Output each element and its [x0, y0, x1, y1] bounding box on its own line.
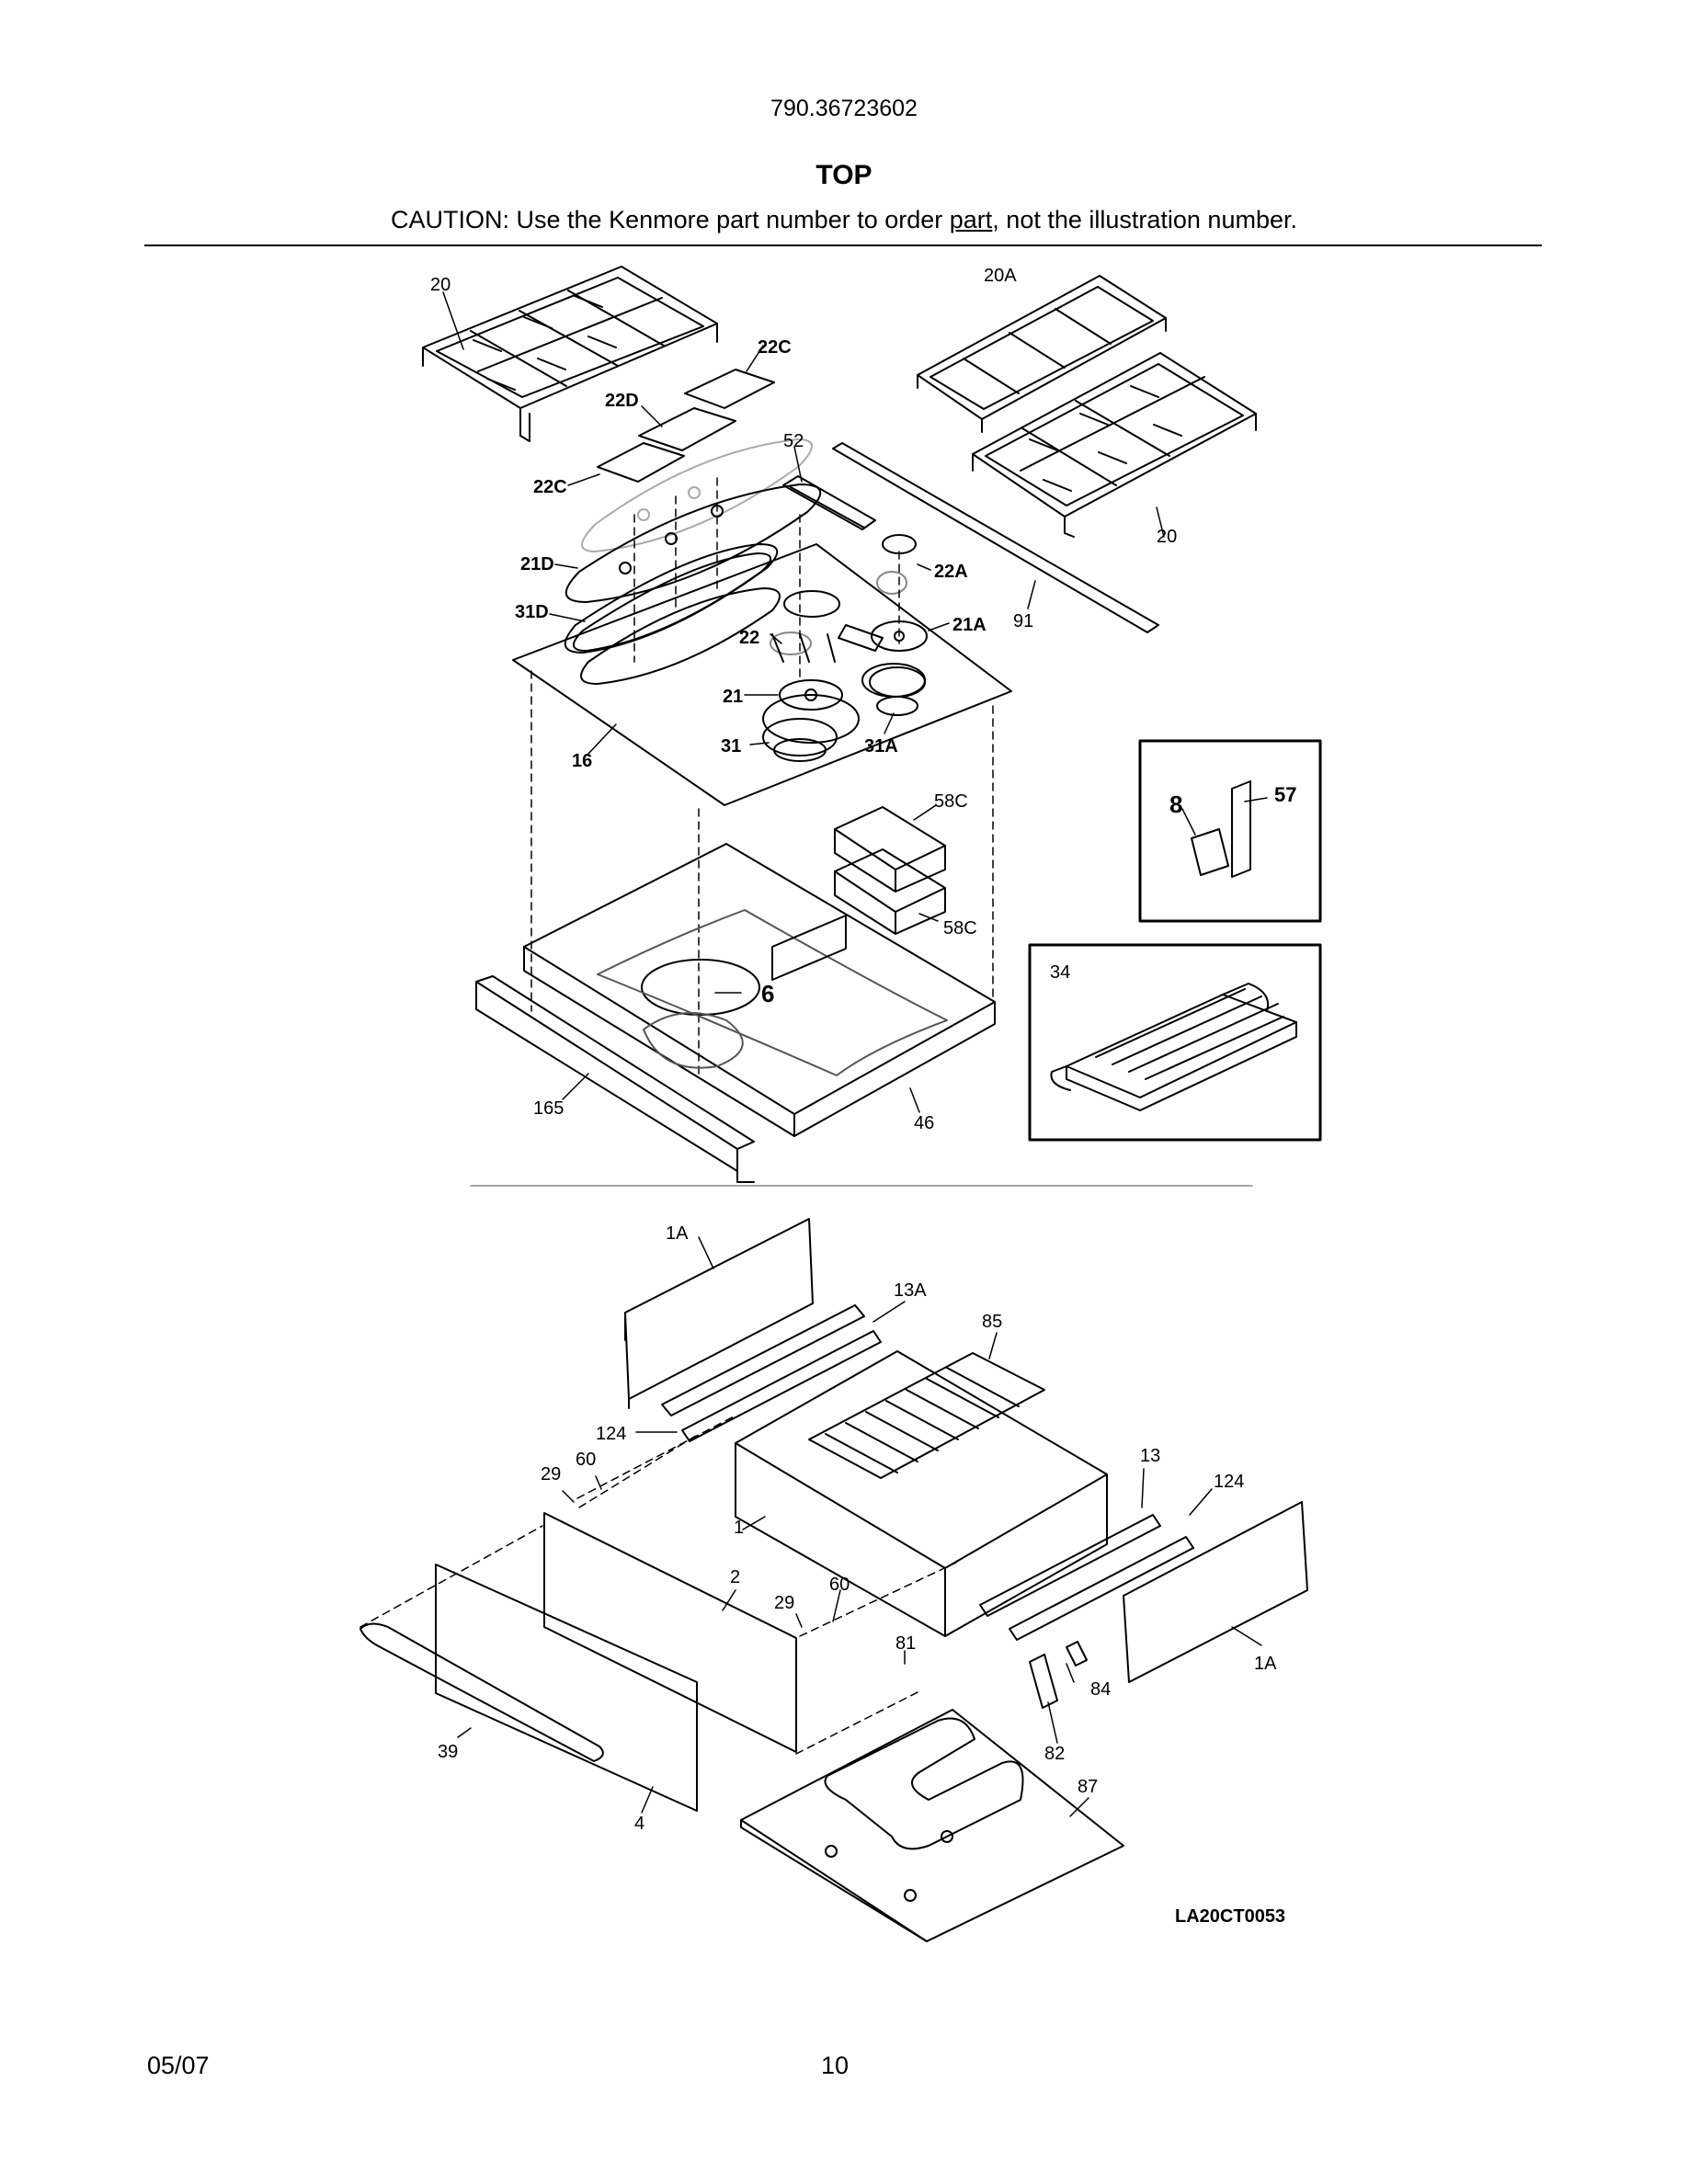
- drawer-slides: [661, 1304, 1194, 1641]
- callout-20A: 20A: [984, 266, 1017, 286]
- left-burner-grate: [422, 266, 718, 442]
- oval-burner-assembly: [564, 438, 822, 654]
- callout-21D: 21D: [520, 554, 554, 574]
- inset-box-griddle: [1028, 943, 1322, 1142]
- callout-8: 8: [1169, 791, 1182, 818]
- callout-22A: 22A: [934, 562, 968, 582]
- warming-rack: [808, 1352, 1045, 1479]
- callout-46: 46: [914, 1113, 934, 1133]
- callout-22C-top: 22C: [758, 337, 792, 358]
- callout-165: 165: [533, 1098, 564, 1119]
- page-number: 10: [821, 2052, 850, 2079]
- caution-text-end: , not the illustration number.: [992, 206, 1297, 233]
- drawer-handle: [359, 1622, 604, 1762]
- warming-drawer-body: [735, 1350, 1108, 1637]
- callout-21A: 21A: [952, 615, 987, 635]
- callout-58C-bottom: 58C: [943, 918, 977, 938]
- callout-87: 87: [1078, 1777, 1098, 1797]
- callout-31D: 31D: [515, 602, 549, 622]
- callout-22D: 22D: [605, 391, 639, 411]
- round-burner-parts: [762, 534, 928, 762]
- drawer-inner-front: [543, 1512, 797, 1753]
- callout-58C-top: 58C: [934, 791, 968, 812]
- callout-31A: 31A: [864, 736, 898, 756]
- burner-box: [523, 843, 996, 1137]
- callout-4: 4: [634, 1814, 644, 1834]
- control-panel-bracket: [475, 975, 755, 1183]
- callout-13A: 13A: [894, 1280, 927, 1301]
- drawer-outer-panel: [435, 1564, 698, 1812]
- drawer-bottom-plate: [740, 1709, 1124, 1942]
- caution-underlined-word: part: [949, 206, 993, 233]
- vent-trim: [782, 475, 876, 530]
- callout-81: 81: [895, 1633, 916, 1654]
- callout-82: 82: [1044, 1744, 1065, 1764]
- caution-text-start: CAUTION: Use the Kenmore part number to …: [391, 206, 950, 233]
- burner-caps-oval: [597, 369, 775, 483]
- callout-1A-right: 1A: [1254, 1654, 1277, 1674]
- header-rule: [144, 245, 1542, 246]
- rear-rail: [832, 442, 1159, 633]
- callout-1: 1: [734, 1518, 744, 1538]
- model-number: 790.36723602: [770, 96, 918, 121]
- callout-60-mid: 60: [829, 1575, 850, 1595]
- callout-52: 52: [783, 431, 804, 451]
- callout-21: 21: [723, 687, 743, 707]
- callout-85: 85: [982, 1312, 1002, 1332]
- inset-box-valve: [1138, 739, 1322, 923]
- caution-note: CAUTION: Use the Kenmore part number to …: [0, 206, 1688, 234]
- callout-6: 6: [761, 980, 774, 1007]
- callout-1A-top: 1A: [666, 1223, 689, 1244]
- callout-2: 2: [730, 1567, 740, 1587]
- callout-13: 13: [1140, 1446, 1160, 1466]
- drawer-side-panel-right: [1123, 1501, 1308, 1683]
- right-burner-grate-20A: [917, 275, 1167, 433]
- dashed-guide-lines: [530, 477, 994, 1075]
- callout-22: 22: [739, 628, 759, 648]
- callout-124-right: 124: [1214, 1472, 1244, 1492]
- callout-16: 16: [572, 751, 592, 771]
- callout-labels: 20 20 20A 22C 22D 22C 52 21D 31D 22A 21A…: [430, 266, 1296, 1834]
- callout-60-left: 60: [576, 1450, 596, 1470]
- right-burner-grate-20: [972, 352, 1257, 538]
- callout-leaders: [442, 291, 1268, 1817]
- callout-124-left: 124: [596, 1424, 626, 1444]
- callout-34: 34: [1050, 962, 1070, 983]
- callout-84: 84: [1090, 1679, 1111, 1700]
- callout-29-mid: 29: [774, 1593, 794, 1613]
- heating-element: [824, 1717, 1024, 1850]
- page-title: TOP: [815, 160, 873, 190]
- callout-20-right: 20: [1157, 527, 1177, 547]
- callout-39: 39: [438, 1742, 458, 1762]
- insulation-blocks: [834, 806, 946, 935]
- callout-31: 31: [721, 736, 741, 756]
- callout-22C-left: 22C: [533, 477, 567, 497]
- drawer-side-panel-left: [624, 1218, 814, 1409]
- callout-29-left: 29: [541, 1464, 561, 1484]
- lower-dashed-guide-lines: [359, 1415, 957, 1755]
- element-bracket: [1029, 1641, 1088, 1709]
- callout-91: 91: [1013, 611, 1033, 631]
- drawing-code: LA20CT0053: [1175, 1906, 1286, 1927]
- footer-date: 05/07: [147, 2052, 210, 2079]
- callout-20-left: 20: [430, 275, 451, 295]
- callout-57: 57: [1274, 783, 1296, 806]
